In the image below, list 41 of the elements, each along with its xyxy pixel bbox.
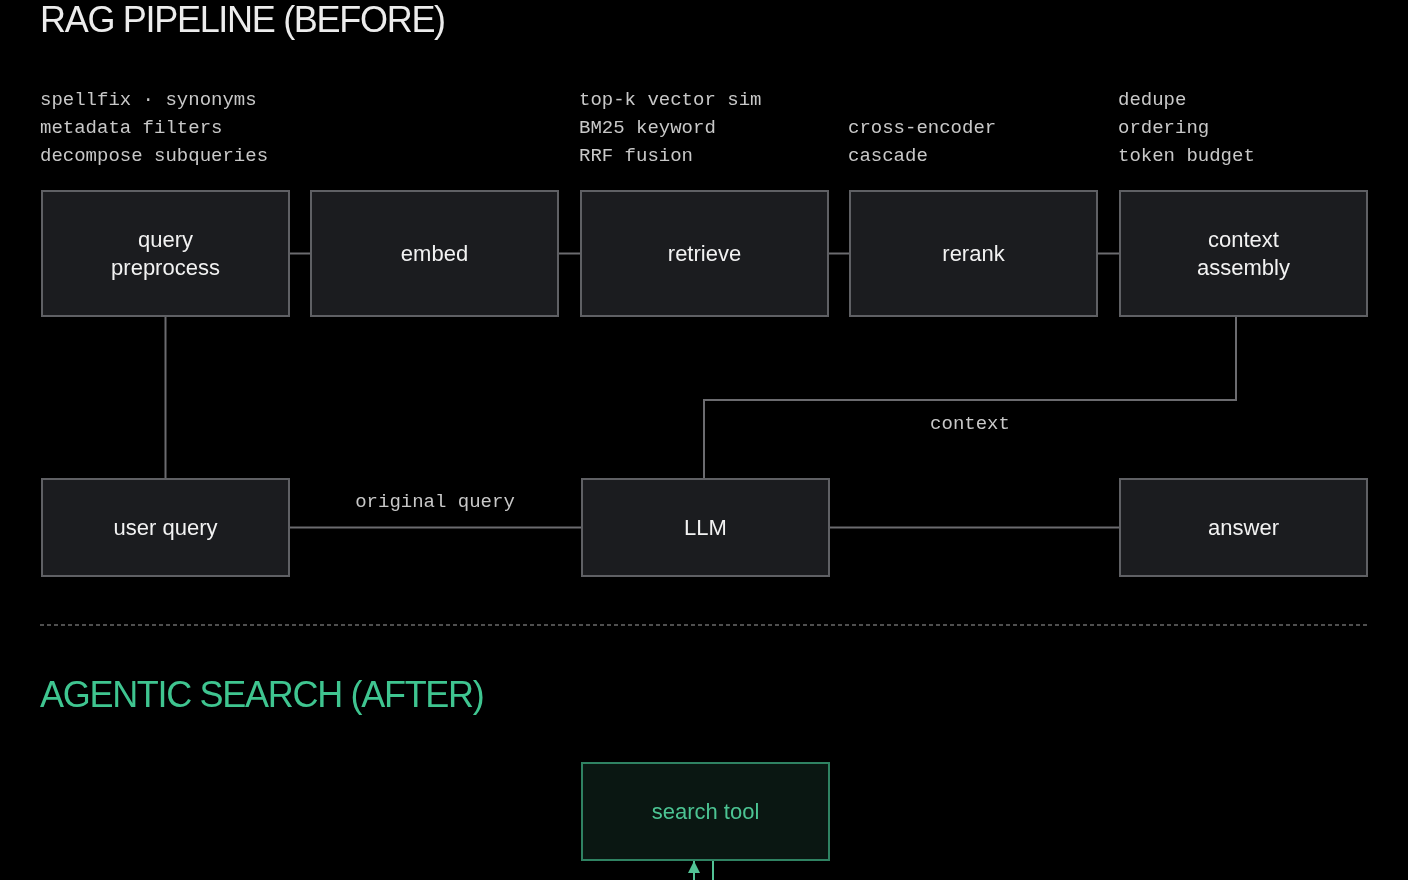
box-label: user query (113, 513, 218, 542)
box-label: search tool (651, 797, 760, 826)
annotation-text: cross-encoder (848, 116, 997, 141)
process-box (849, 190, 1098, 317)
process-box (581, 762, 830, 861)
annotation-text: BM25 keyword (579, 116, 717, 141)
arrow (688, 860, 700, 880)
box-label: context assembly (1196, 225, 1291, 282)
box-label: LLM (684, 513, 727, 542)
process-box (1119, 478, 1368, 577)
connector-line (712, 860, 714, 880)
connector-line (829, 526, 1120, 529)
annotation-text: dedupe (1118, 88, 1188, 113)
process-box (580, 190, 829, 317)
process-box (41, 190, 290, 317)
annotation-text: decompose subqueries (40, 144, 269, 169)
annotation-text: token budget (1118, 144, 1255, 169)
connector-line (703, 316, 1237, 479)
box-label: retrieve (667, 239, 742, 268)
process-box (581, 478, 830, 577)
connector-line (289, 526, 582, 529)
section-heading: AGENTIC SEARCH (AFTER) (40, 677, 484, 713)
connector-line (164, 316, 167, 479)
connector-line (828, 252, 850, 255)
box-label: answer (1208, 513, 1279, 542)
diagram-title: RAG PIPELINE (BEFORE) (40, 2, 445, 38)
annotation-text: top-k vector sim (579, 88, 762, 113)
box-label: query preprocess (110, 225, 221, 282)
process-box (310, 190, 559, 317)
box-label: rerank (942, 239, 1005, 268)
annotation-text: ordering (1118, 116, 1211, 141)
annotation-text: RRF fusion (579, 144, 695, 169)
connector-line (558, 252, 581, 255)
process-box (1119, 190, 1368, 317)
process-box (41, 478, 290, 577)
connector-line (289, 252, 311, 255)
connector-line (1097, 252, 1120, 255)
annotation-text: spellfix · synonyms (40, 88, 258, 113)
annotation-text: cascade (848, 144, 929, 169)
box-label: embed (400, 239, 469, 268)
annotation-text: metadata filters (40, 116, 224, 141)
